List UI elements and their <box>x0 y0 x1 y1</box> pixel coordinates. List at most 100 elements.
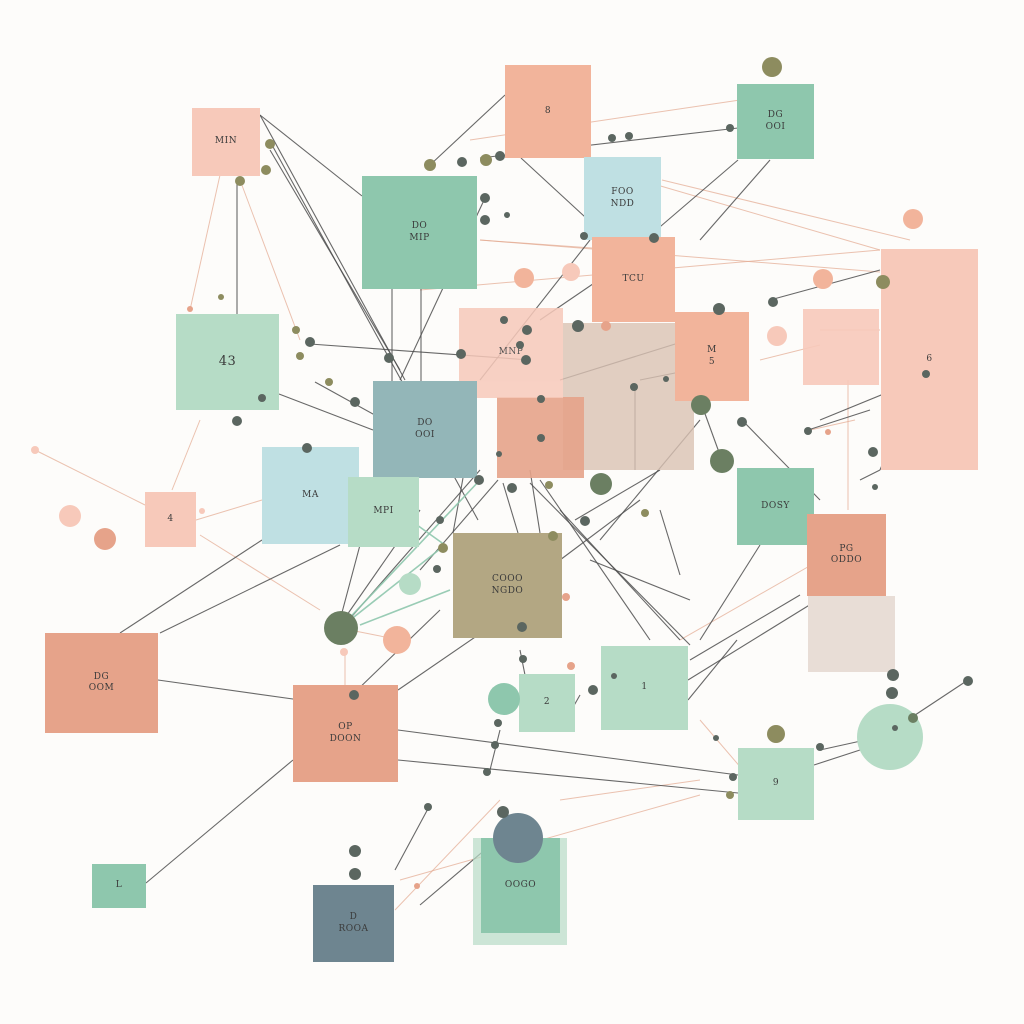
connector-dot <box>963 676 973 686</box>
connector-dot <box>305 337 315 347</box>
diagram-node-n14: 4 <box>145 492 196 547</box>
connector-dot <box>572 320 584 332</box>
connector-dot <box>483 768 491 776</box>
connector-dot <box>456 349 466 359</box>
connector-dot <box>399 573 421 595</box>
connector-dot <box>265 139 275 149</box>
connector-line <box>699 159 771 241</box>
node-label: DOSY <box>761 500 790 511</box>
connector-line <box>259 114 406 381</box>
node-label: DG <box>767 110 784 121</box>
node-label: FOO <box>611 187 634 198</box>
connector-dot <box>31 446 39 454</box>
connector-line <box>559 779 701 801</box>
connector-dot <box>922 370 930 378</box>
connector-line <box>807 409 871 431</box>
connector-dot <box>494 719 502 727</box>
connector-dot <box>438 543 448 553</box>
connector-dot <box>762 57 782 77</box>
connector-dot <box>187 306 193 312</box>
connector-dot <box>713 303 725 315</box>
connector-dot <box>537 434 545 442</box>
connector-line <box>539 479 651 641</box>
connector-dot <box>480 215 490 225</box>
connector-dot <box>886 687 898 699</box>
connector-dot <box>349 690 359 700</box>
diagram-node-n22: 9 <box>738 748 814 820</box>
connector-line <box>661 179 911 241</box>
node-label: D <box>349 912 358 923</box>
connector-line <box>699 544 761 641</box>
connector-dot <box>548 531 558 541</box>
connector-dot <box>519 655 527 663</box>
node-label: MIN <box>214 136 238 147</box>
diagram-node-n2: 8 <box>505 65 591 158</box>
connector-line <box>859 469 881 481</box>
connector-line <box>479 239 881 273</box>
connector-dot <box>729 773 737 781</box>
connector-dot <box>232 416 242 426</box>
node-label: TCU <box>622 273 645 284</box>
connector-line <box>34 449 146 506</box>
connector-dot <box>303 444 311 452</box>
connector-dot <box>892 725 898 731</box>
connector-dot <box>522 325 532 335</box>
connector-dot <box>496 451 502 457</box>
connector-dot <box>804 427 812 435</box>
connector-dot <box>500 316 508 324</box>
connector-dot <box>218 294 224 300</box>
node-sublabel: MIP <box>409 232 430 243</box>
connector-line <box>195 499 263 521</box>
diagram-node-n8: 6 <box>881 249 978 470</box>
connector-line <box>278 393 374 431</box>
connector-line <box>589 559 691 601</box>
node-label: COOO <box>491 574 524 585</box>
connector-line <box>339 544 446 629</box>
connector-line <box>689 594 801 661</box>
connector-dot <box>350 397 360 407</box>
node-label: L <box>115 880 123 891</box>
connector-dot <box>649 233 659 243</box>
connector-dot <box>816 743 824 751</box>
connector-dot <box>199 508 205 514</box>
connector-line <box>639 179 881 251</box>
connector-dot <box>726 124 734 132</box>
node-sublabel: OOM <box>88 683 115 693</box>
node-label: 6 <box>926 353 933 364</box>
connector-dot <box>94 528 116 550</box>
connector-dot <box>580 232 588 240</box>
connector-dot <box>480 193 490 203</box>
connector-dot <box>537 395 545 403</box>
connector-dot <box>504 212 510 218</box>
connector-dot <box>625 132 633 140</box>
connector-dot <box>516 341 524 349</box>
node-label: MPI <box>373 506 394 517</box>
connector-dot <box>59 505 81 527</box>
connector-dot <box>713 735 719 741</box>
node-label: 9 <box>772 778 780 789</box>
connector-dot <box>383 626 411 654</box>
node-label: MNP <box>498 347 524 358</box>
connector-dot <box>296 352 304 360</box>
connector-dot <box>235 176 245 186</box>
connector-dot <box>908 713 918 723</box>
node-label: M <box>707 345 717 356</box>
connector-dot <box>562 263 580 281</box>
connector-dot <box>349 845 361 857</box>
connector-dot <box>872 484 878 490</box>
connector-dot <box>590 473 612 495</box>
connector-dot <box>767 725 785 743</box>
connector-dot <box>601 321 611 331</box>
connector-dot <box>488 683 520 715</box>
connector-line <box>529 469 541 534</box>
connector-line <box>394 804 431 871</box>
connector-dot <box>567 662 575 670</box>
connector-line <box>269 149 401 371</box>
connector-line <box>259 114 363 197</box>
node-sublabel: OOI <box>415 429 435 440</box>
connector-line <box>679 559 821 641</box>
